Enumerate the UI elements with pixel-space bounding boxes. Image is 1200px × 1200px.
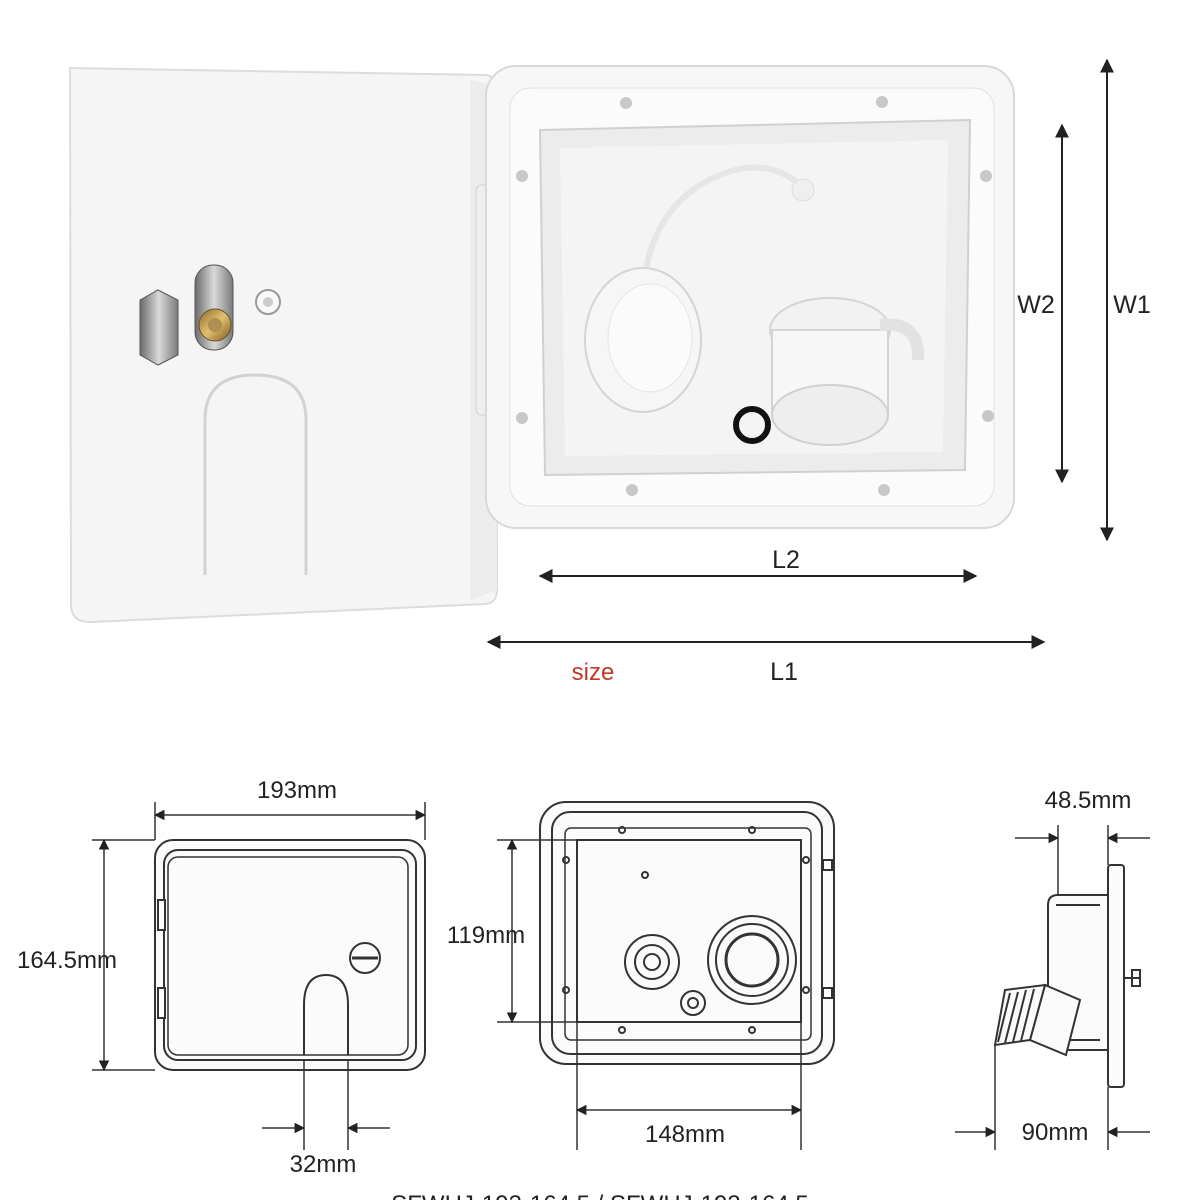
slot-outline (203, 373, 308, 575)
inner-height-label: 119mm (447, 922, 525, 949)
lock-icon (139, 264, 281, 366)
l1-label: L1 (770, 658, 798, 686)
length-label: 193mm (257, 777, 337, 804)
side-length-label: 90mm (1022, 1119, 1089, 1146)
height-label: 164.5mm (17, 947, 117, 974)
drawing-side-view (993, 864, 1141, 1088)
water-cap (584, 267, 702, 413)
w1-label: W1 (1113, 291, 1151, 319)
hatch-frame (485, 65, 1015, 529)
slot-width-label: 32mm (290, 1151, 357, 1178)
screw-holes (516, 96, 994, 496)
l2-label: L2 (772, 546, 800, 574)
water-inlet (769, 297, 925, 446)
size-label: size (572, 659, 615, 686)
drawing-interior-view (539, 801, 835, 1065)
model-footer: SFWHJ-193-164.5 / SFWHJ-193-164.5 (391, 1191, 808, 1200)
o-ring (733, 406, 771, 444)
drawing-front-view (154, 839, 426, 1071)
w2-label: W2 (1017, 291, 1055, 319)
hatch-door (68, 66, 499, 624)
depth-label: 48.5mm (1045, 787, 1132, 814)
inner-length-label: 148mm (645, 1121, 725, 1148)
